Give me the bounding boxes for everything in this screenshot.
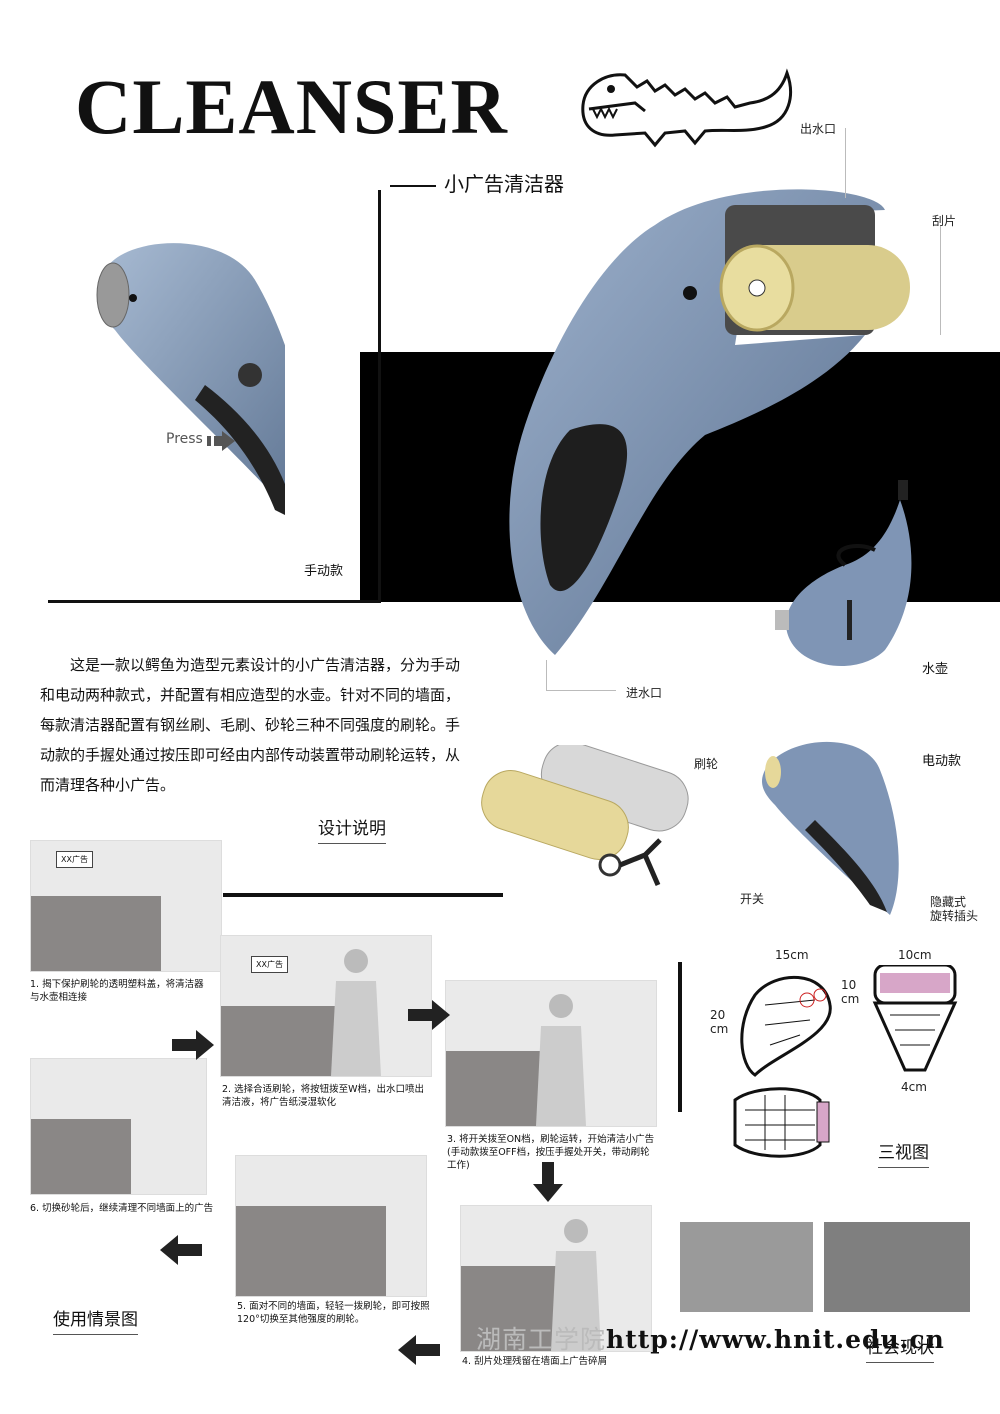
press-label: Press bbox=[166, 431, 203, 447]
arrow-2-icon bbox=[408, 1000, 450, 1030]
dim-10cm: 10cm bbox=[898, 948, 932, 962]
scene-2-sign: XX广告 bbox=[251, 956, 288, 973]
arrow-4-icon bbox=[398, 1335, 440, 1365]
scene-5-image bbox=[235, 1155, 427, 1297]
frame-gap bbox=[375, 190, 378, 230]
scene-1-wall bbox=[31, 896, 161, 971]
switch-label: 开关 bbox=[740, 892, 765, 906]
outlet-line bbox=[845, 128, 846, 198]
dim-4cm: 4cm bbox=[901, 1080, 927, 1094]
section-design: 设计说明 bbox=[318, 814, 386, 844]
inlet-line bbox=[546, 660, 547, 690]
dim-10: 10 bbox=[841, 978, 857, 992]
scene-2-wall bbox=[221, 1006, 351, 1076]
scene-6-wall bbox=[31, 1119, 131, 1194]
scene-5-wall bbox=[236, 1206, 386, 1296]
scene-2-image: XX广告 bbox=[220, 935, 432, 1077]
dim-20: 20 bbox=[710, 1008, 726, 1022]
manual-frame bbox=[48, 190, 381, 603]
step-4-text: 4. 刮片处理残留在墙面上广告碎屑 bbox=[462, 1356, 608, 1367]
scene-1-sign: XX广告 bbox=[56, 851, 93, 868]
scraper-line bbox=[940, 225, 941, 335]
arrow-1-icon bbox=[172, 1030, 214, 1060]
dim-20-unit: cm bbox=[710, 1022, 729, 1036]
scene-1-image: XX广告 bbox=[30, 840, 222, 972]
scene-2-person-icon bbox=[331, 949, 381, 1076]
press-arrow-icon bbox=[207, 431, 235, 451]
water-outlet-label: 出水口 bbox=[800, 122, 837, 136]
footer-watermark: 湖南工学院http://www.hnit.edu.cn bbox=[476, 1320, 945, 1356]
page-title: CLEANSER bbox=[75, 63, 508, 150]
step-2-text: 2. 选择合适刷轮，将按钮拨至W档，出水口喷出清洁液，将广告纸浸湿软化 bbox=[222, 1084, 424, 1108]
side-view-drawing bbox=[740, 975, 832, 1077]
usage-divider bbox=[223, 893, 503, 897]
scraper-label: 刮片 bbox=[932, 214, 957, 228]
step-1-text: 1. 揭下保护刷轮的透明塑料盖，将清洁器与水壶相连接 bbox=[30, 979, 204, 1003]
kettle-label: 水壶 bbox=[922, 662, 949, 677]
step-3-text: 3. 将开关拨至ON档，刷轮运转，开始清洁小广告(手动款拨至OFF档，按压手握处… bbox=[447, 1134, 655, 1171]
arrow-5-icon bbox=[160, 1235, 202, 1265]
arrow-3-icon bbox=[533, 1162, 563, 1202]
section-social: 社会现状 bbox=[866, 1333, 934, 1363]
brush-wheels-image bbox=[481, 745, 689, 886]
section-usage: 使用情景图 bbox=[53, 1305, 138, 1335]
section-three-view: 三视图 bbox=[878, 1138, 929, 1168]
scene-3-person-icon bbox=[536, 994, 586, 1126]
electric-label: 电动款 bbox=[922, 754, 962, 769]
three-view-divider bbox=[678, 962, 682, 1112]
social-photo-2 bbox=[824, 1222, 970, 1312]
top-view-drawing bbox=[733, 1087, 830, 1158]
social-photo-1 bbox=[680, 1222, 813, 1312]
step-6-text: 6. 切换砂轮后，继续清理不同墙面上的广告 bbox=[30, 1203, 214, 1214]
water-inlet-label: 进水口 bbox=[626, 686, 663, 700]
subtitle-text: 小广告清洁器 bbox=[444, 172, 564, 196]
kettle-image bbox=[775, 480, 912, 667]
hidden-plug-label: 隐藏式 旋转插头 bbox=[930, 895, 979, 923]
inlet-line-h bbox=[546, 690, 616, 691]
scene-6-image bbox=[30, 1058, 207, 1195]
brush-wheel-label: 刷轮 bbox=[694, 757, 719, 771]
scene-4-image bbox=[460, 1205, 652, 1352]
subtitle: 小广告清洁器 bbox=[390, 168, 564, 197]
design-description: 这是一款以鳄鱼为造型元素设计的小广告清洁器，分为手动和电动两种款式，并配置有相应… bbox=[40, 656, 461, 794]
footer-school: 湖南工学院 bbox=[476, 1325, 607, 1354]
scene-4-person-icon bbox=[551, 1219, 601, 1351]
subtitle-dash bbox=[390, 184, 436, 187]
footer-url[interactable]: http://www.hnit.edu.cn bbox=[606, 1325, 945, 1354]
crocodile-logo-icon bbox=[581, 68, 792, 148]
electric-device-image bbox=[762, 741, 899, 915]
manual-device-image bbox=[96, 243, 285, 515]
front-view-drawing bbox=[872, 965, 958, 1072]
dim-10-unit: cm bbox=[841, 992, 860, 1006]
step-5-text: 5. 面对不同的墙面，轻轻一拨刷轮，即可按照120°切换至其他强度的刷轮。 bbox=[237, 1301, 430, 1325]
scene-3-image bbox=[445, 980, 657, 1127]
dim-15: 15cm bbox=[775, 948, 809, 962]
main-device-image bbox=[509, 189, 910, 655]
manual-label: 手动款 bbox=[304, 564, 344, 579]
